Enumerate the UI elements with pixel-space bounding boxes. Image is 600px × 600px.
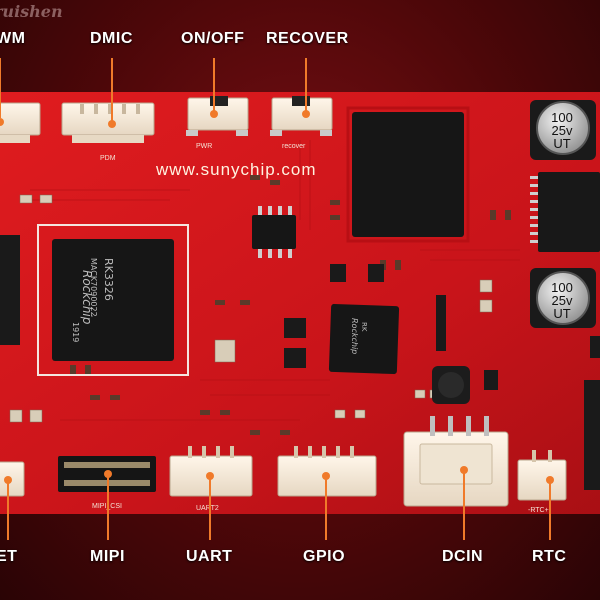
dcin-label: DCIN [442, 548, 484, 565]
cap1-series: UT [553, 136, 570, 151]
callout-dots [0, 110, 554, 484]
soc-markings: Rockchip RK3326 MACK7090022 1919 [71, 258, 115, 342]
recover-label: RECOVER [266, 30, 349, 47]
pwr-silk: PWR [196, 143, 212, 150]
callout-lines [0, 58, 551, 540]
dmic-label: DMIC [90, 30, 133, 47]
soc-chip [52, 239, 174, 361]
pdm-silk: PDM [100, 155, 116, 162]
cap1-voltage: 25v [552, 123, 573, 138]
dcin-connector [403, 416, 509, 507]
capacitor-2: 100 25v UT [530, 268, 596, 328]
tssop-chip [538, 172, 600, 252]
uart-label: UART [186, 548, 233, 565]
soc-frame [37, 224, 189, 376]
rtc-connector [517, 450, 567, 501]
website-url: www.sunychip.com [156, 160, 317, 179]
reset-connector [0, 461, 25, 497]
cap2-voltage: 25v [552, 293, 573, 308]
reset-label: ET [0, 548, 18, 565]
emmc-chip [352, 112, 464, 237]
mipi-label: MIPI [90, 548, 125, 565]
pmic-chip [328, 303, 400, 375]
soc-brand: Rockchip [80, 270, 94, 325]
gpio-label: GPIO [303, 548, 346, 565]
uart-silk: UART2 [196, 505, 219, 512]
rtc-silk: -RTC+ [528, 507, 549, 514]
on-off-label: ON/OFF [181, 30, 245, 47]
soic8-chip [252, 215, 296, 249]
rtc-label: RTC [532, 548, 567, 565]
soc-date: 1919 [71, 322, 80, 342]
watermark: ruishen [0, 2, 63, 21]
dmic-connector [61, 102, 155, 143]
soc-code: MACK7090022 [89, 258, 98, 317]
cap2-series: UT [553, 306, 570, 321]
pmic-code: RK [360, 322, 368, 332]
cap1-value: 100 [551, 110, 573, 125]
cap2-value: 100 [551, 280, 573, 295]
pmic-brand: Rockchip [350, 318, 359, 354]
capacitor-1: 100 25v UT [530, 100, 596, 160]
pwm-label: WM [0, 30, 26, 47]
recover-silk: recover [282, 143, 306, 150]
soc-model: RK3326 [102, 258, 115, 301]
pwm-connector [0, 102, 41, 143]
recover-button [270, 96, 333, 136]
